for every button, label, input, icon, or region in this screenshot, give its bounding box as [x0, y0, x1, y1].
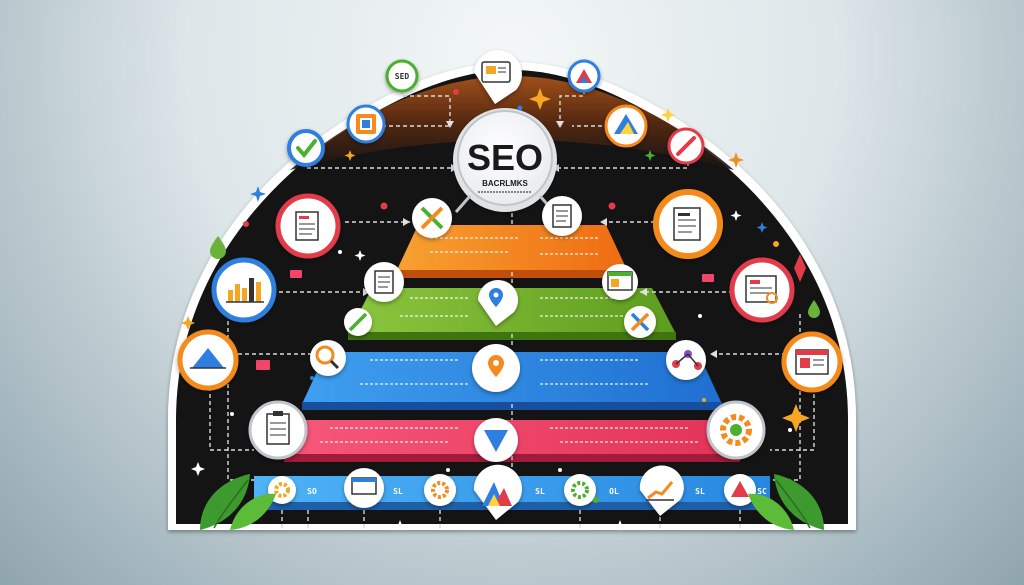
settings-tools-node — [344, 308, 372, 336]
bottom-label-3: SL — [535, 487, 545, 496]
mountain-icon — [614, 114, 638, 134]
hub-subtitle: BACRLMKS — [482, 179, 528, 188]
colored-dots — [230, 89, 792, 503]
cog-icon — [274, 482, 290, 498]
seo-badge-node: SED — [385, 59, 419, 93]
warning-triangle-icon — [731, 481, 749, 497]
sparkle-icon — [529, 88, 551, 110]
side-tags — [256, 270, 714, 370]
map-node — [346, 104, 386, 144]
checkmark-node — [287, 129, 325, 167]
hub-title: SEO — [467, 137, 543, 178]
gear-icon — [720, 414, 752, 446]
sparkles — [181, 88, 810, 531]
droplet-icon — [210, 236, 226, 259]
clipboard-node — [248, 400, 308, 460]
funnel-icon — [484, 430, 508, 452]
document-node-right — [653, 189, 723, 259]
location-pin-node-2 — [472, 344, 520, 392]
browser-node — [602, 264, 638, 300]
checklist-node — [364, 262, 404, 302]
seo-hub: SEO BACRLMKS — [453, 108, 557, 213]
bar-chart-node — [211, 257, 277, 323]
gear-node — [706, 400, 766, 460]
large-document-icon — [673, 207, 701, 241]
bottom-label-2: SL — [393, 487, 403, 496]
bottom-node-2 — [344, 468, 384, 508]
droplets — [210, 236, 820, 318]
leaf-right — [748, 474, 824, 530]
magnifier-icon — [315, 345, 335, 365]
bottom-label-6: SC — [757, 487, 767, 496]
magnifier-node — [310, 340, 346, 376]
bottom-node-center — [473, 464, 522, 520]
checkmark-icon — [296, 139, 317, 159]
bottom-node-6 — [724, 474, 756, 506]
leaf-left — [200, 474, 276, 530]
location-pin-node — [478, 280, 518, 326]
leaf-icon — [200, 474, 250, 530]
bottom-node-1 — [268, 476, 296, 504]
funnel-node — [474, 418, 518, 462]
triangle-chart-node — [567, 59, 601, 93]
document-node-left — [275, 193, 341, 259]
tier-orange — [396, 225, 628, 272]
bottom-labels: SO SL SL OL SL SC — [307, 487, 767, 496]
website-node — [781, 331, 843, 393]
bottom-node-5 — [639, 465, 684, 516]
pencil-icon — [676, 136, 696, 156]
line-chart-icon — [647, 481, 674, 500]
bottom-node-4 — [564, 474, 596, 506]
tools-node-right — [624, 306, 656, 338]
seo-badge-label: SED — [395, 72, 410, 81]
settings-tools-icon — [348, 312, 368, 332]
bottom-label-4: OL — [609, 487, 619, 496]
bottom-node-3 — [424, 474, 456, 506]
mountain-chart-icon — [192, 348, 224, 368]
tier-text-lines — [320, 237, 700, 443]
workflow-node — [666, 340, 706, 380]
analytics-report-node — [729, 257, 795, 323]
analytics-report-icon — [745, 275, 777, 303]
pencil-node — [667, 127, 705, 165]
tools-node — [412, 198, 452, 238]
bottom-label-1: SO — [307, 487, 317, 496]
search-card-node — [474, 50, 522, 104]
bottom-label-5: SL — [695, 487, 705, 496]
mountain-node — [604, 104, 648, 148]
workflow-icon — [672, 350, 702, 370]
mountain-chart-node — [177, 329, 239, 391]
bar-chart-icon — [226, 278, 264, 303]
report-node — [542, 196, 582, 236]
